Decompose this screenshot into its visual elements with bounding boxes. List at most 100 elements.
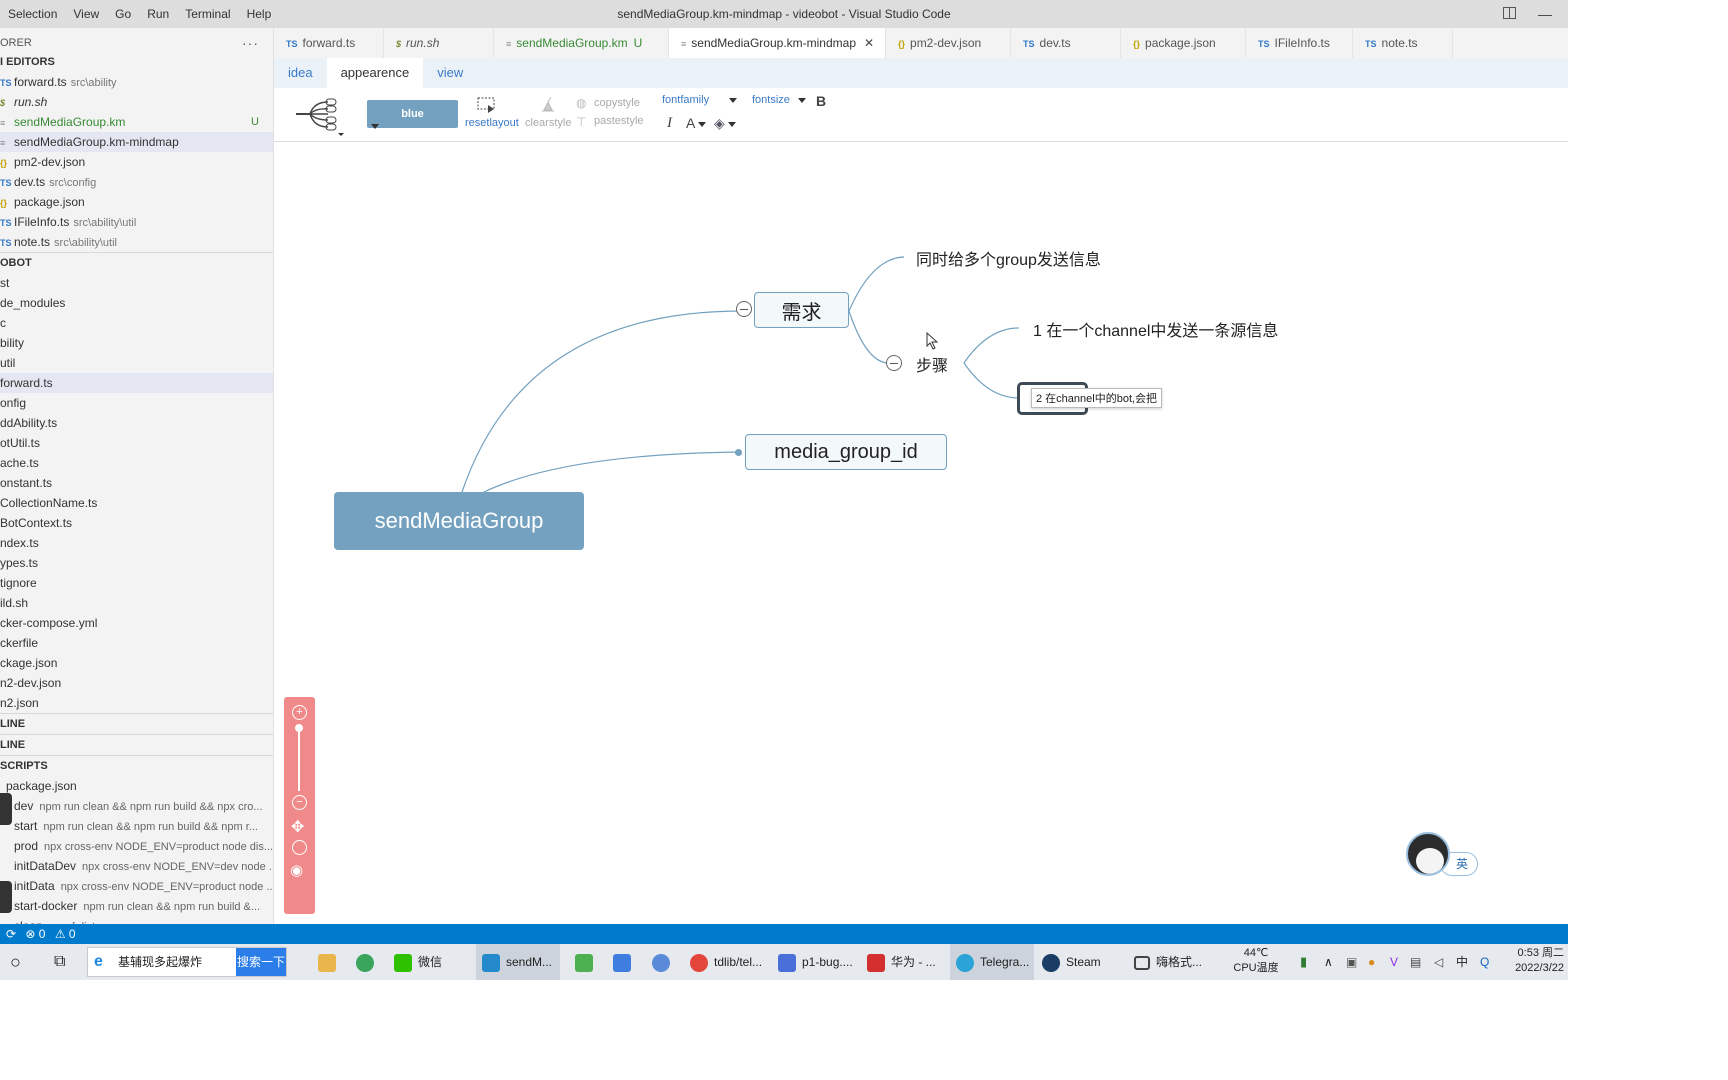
tree-item[interactable]: c xyxy=(0,313,273,333)
tree-item[interactable]: ache.ts xyxy=(0,453,273,473)
battery-icon[interactable]: ▮ xyxy=(1300,954,1308,969)
ime-indicator[interactable]: 中 xyxy=(1456,955,1469,969)
copy-style-button[interactable]: copystyle xyxy=(594,97,640,109)
npm-scripts-header[interactable]: SCRIPTS xyxy=(0,760,48,772)
tree-item[interactable]: BotContext.ts xyxy=(0,513,273,533)
app-green-icon[interactable] xyxy=(356,944,380,980)
mindmap-canvas[interactable]: sendMediaGroup 需求 media_group_id 同时给多个gr… xyxy=(274,142,1568,924)
theme-selector-button[interactable]: blue xyxy=(367,100,458,128)
npm-script-item[interactable]: cleanrm -rf dist xyxy=(0,916,273,924)
file-explorer-icon[interactable] xyxy=(318,944,342,980)
tab-sendmediagroup-mindmap[interactable]: ≡sendMediaGroup.km-mindmap✕ xyxy=(669,28,886,58)
outline-header[interactable]: LINE xyxy=(0,718,26,730)
italic-button[interactable]: I xyxy=(667,115,672,131)
paste-style-icon[interactable]: ⊤ xyxy=(576,115,587,129)
taskbar-app-recorder[interactable]: 嗨格式... xyxy=(1134,944,1202,980)
network-icon[interactable]: ▤ xyxy=(1410,955,1422,969)
tray-app-icon[interactable]: ● xyxy=(1368,955,1376,969)
drag-handle-icon[interactable] xyxy=(0,793,12,825)
mindmap-node-requirements[interactable]: 需求 xyxy=(754,292,849,328)
tab-pm2-dev-json[interactable]: {}pm2-dev.json xyxy=(886,28,1011,58)
close-icon[interactable]: ✕ xyxy=(864,36,875,50)
paste-style-button[interactable]: pastestyle xyxy=(594,115,644,127)
scripts-file[interactable]: package.json xyxy=(0,776,273,796)
tree-item[interactable]: st xyxy=(0,273,273,293)
tree-item[interactable]: ddAbility.ts xyxy=(0,413,273,433)
theme-dropdown-icon[interactable] xyxy=(370,123,380,131)
taskbar-app-huawei[interactable]: 华为 - ... xyxy=(867,944,936,980)
reset-layout-icon[interactable] xyxy=(476,96,498,114)
eye-icon[interactable]: ◉ xyxy=(290,862,304,879)
tree-item[interactable]: CollectionName.ts xyxy=(0,493,273,513)
tray-app-icon[interactable]: V xyxy=(1390,955,1399,969)
locate-icon[interactable] xyxy=(292,840,307,855)
tree-item[interactable]: ckage.json xyxy=(0,653,273,673)
menu-terminal[interactable]: Terminal xyxy=(185,7,231,21)
collapse-toggle-icon[interactable] xyxy=(886,355,902,371)
taskbar-app-chrome[interactable]: tdlib/tel... xyxy=(690,944,762,980)
zoom-slider-knob[interactable] xyxy=(295,724,303,732)
font-family-select[interactable]: fontfamily xyxy=(662,94,744,106)
taskbar-app-wechat[interactable]: 微信 xyxy=(394,944,442,980)
menu-help[interactable]: Help xyxy=(246,7,272,21)
assistant-avatar-icon[interactable] xyxy=(1406,832,1450,876)
node-text-edit-input[interactable]: 2 在channel中的bot,会把 xyxy=(1031,388,1163,408)
open-editor-item-active[interactable]: ≡sendMediaGroup.km-mindmap xyxy=(0,132,273,152)
taskbar-app-steam[interactable]: Steam xyxy=(1042,944,1101,980)
menu-go[interactable]: Go xyxy=(115,7,132,21)
volume-icon[interactable]: ◁ xyxy=(1434,955,1444,969)
zoom-slider-track[interactable] xyxy=(298,727,300,791)
reset-layout-button[interactable]: resetlayout xyxy=(465,117,519,129)
drag-handle-icon[interactable] xyxy=(0,881,12,913)
project-header[interactable]: OBOT xyxy=(0,257,32,269)
open-editor-item[interactable]: $run.sh xyxy=(0,92,273,112)
tree-item[interactable]: n2.json xyxy=(0,693,273,713)
tab-package-json[interactable]: {}package.json xyxy=(1121,28,1246,58)
menu-view[interactable]: View xyxy=(73,7,100,21)
expand-dot-icon[interactable] xyxy=(735,449,742,456)
app-rocket-icon[interactable] xyxy=(575,944,599,980)
taskbar-search[interactable]: e 基辅现多起爆炸 搜索一下 xyxy=(87,947,287,977)
tree-item[interactable]: tignore xyxy=(0,573,273,593)
more-actions-icon[interactable]: ··· xyxy=(242,35,259,51)
mindmap-leaf-send-multi[interactable]: 同时给多个group发送信息 xyxy=(916,252,1101,269)
tray-overflow-icon[interactable]: ∧ xyxy=(1324,955,1333,969)
clear-style-button[interactable]: clearstyle xyxy=(525,117,572,129)
tree-item[interactable]: ckerfile xyxy=(0,633,273,653)
taskbar-app-bug[interactable]: p1-bug.... xyxy=(778,944,853,980)
problems-warnings[interactable]: ⚠ 0 xyxy=(54,927,76,941)
open-editors-header[interactable]: I EDITORS xyxy=(0,56,55,68)
bold-button[interactable]: B xyxy=(816,93,827,109)
tab-run-sh[interactable]: $run.sh xyxy=(384,28,494,58)
task-view-icon[interactable]: ⧉ xyxy=(54,953,66,970)
zoom-out-icon[interactable]: − xyxy=(292,795,307,810)
menu-run[interactable]: Run xyxy=(147,7,170,21)
remote-icon[interactable]: ⟳ xyxy=(6,927,17,941)
tab-appearence[interactable]: appearence xyxy=(326,58,424,88)
search-button[interactable]: 搜索一下 xyxy=(236,948,286,976)
minimize-icon[interactable]: — xyxy=(1538,6,1552,22)
tree-item[interactable]: util xyxy=(0,353,273,373)
open-editor-item[interactable]: {}pm2-dev.json xyxy=(0,152,273,172)
tree-item[interactable]: cker-compose.yml xyxy=(0,613,273,633)
tree-item[interactable]: de_modules xyxy=(0,293,273,313)
app-round-icon[interactable] xyxy=(652,944,676,980)
mindmap-leaf-step1[interactable]: 1 在一个channel中发送一条源信息 xyxy=(1033,323,1279,340)
problems-errors[interactable]: ⊗ 0 xyxy=(25,927,46,941)
move-icon[interactable]: ✥ xyxy=(291,819,305,836)
